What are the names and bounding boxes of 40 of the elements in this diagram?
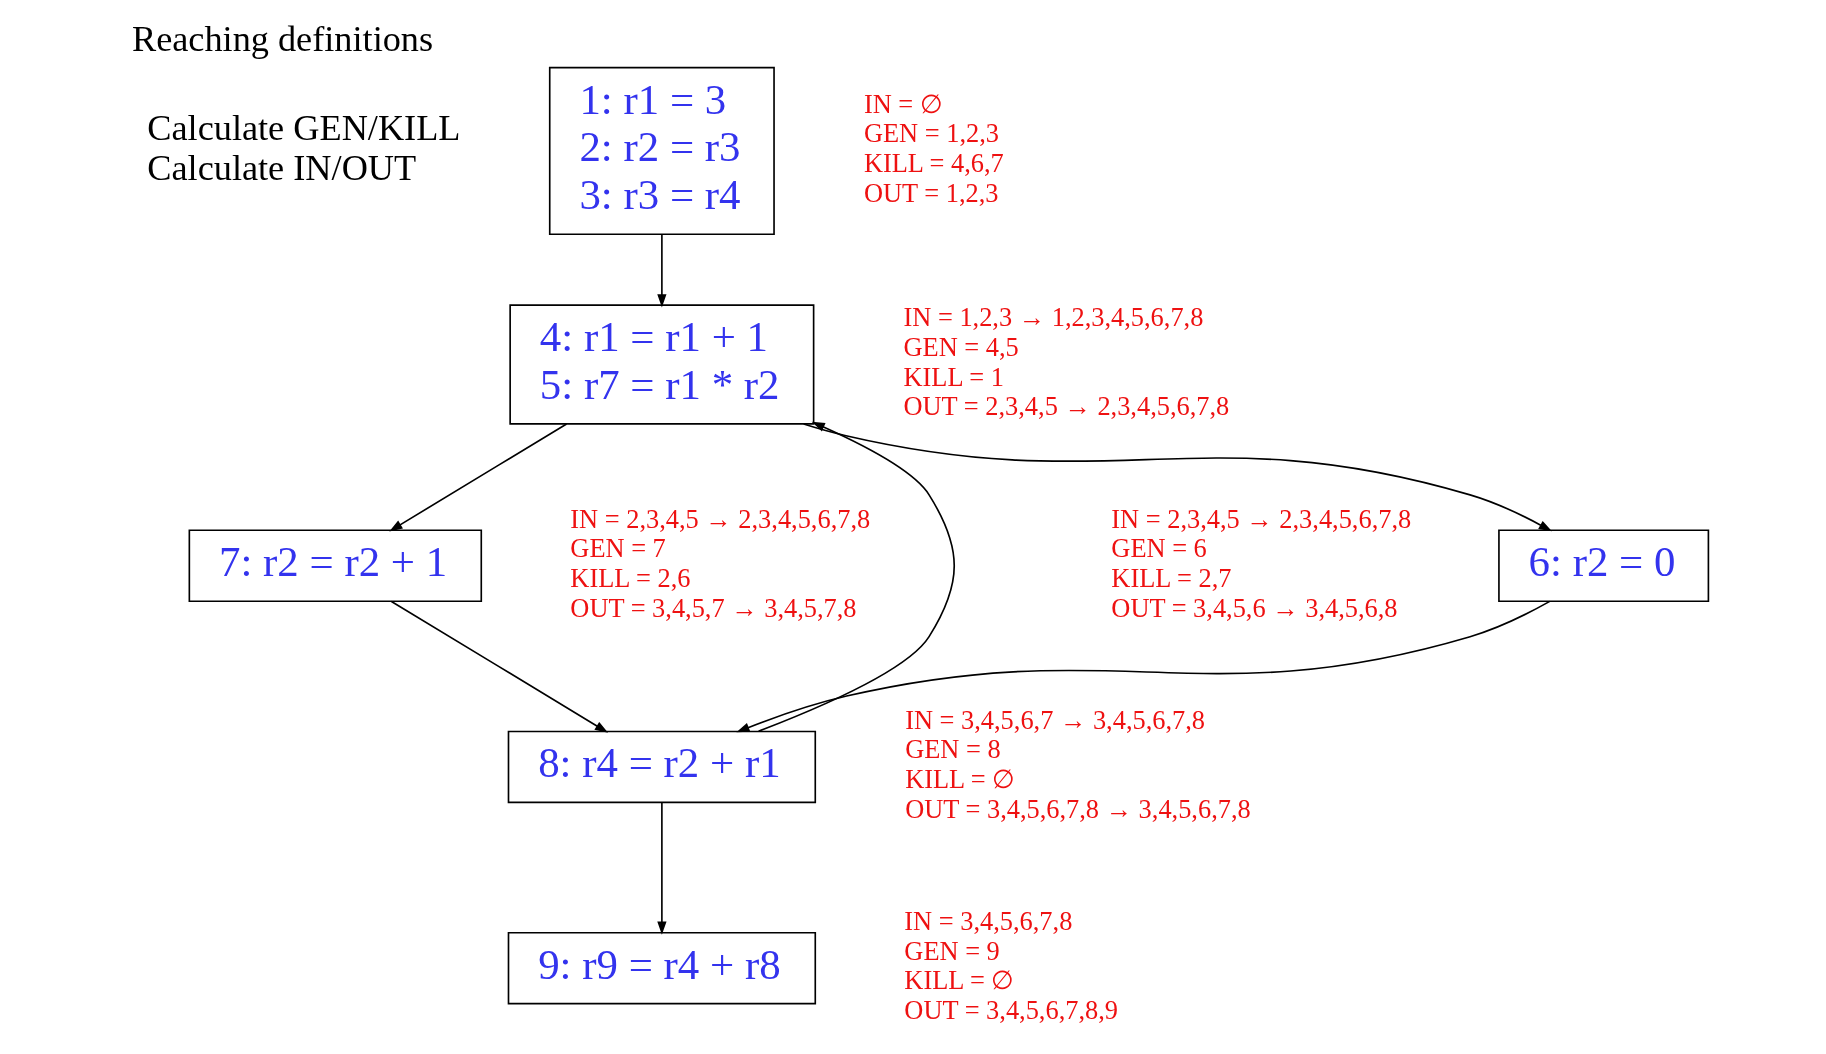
node-box: 4: r1 = r1 + 1 5: r7 = r1 * r2 — [509, 304, 815, 425]
node-label: KILL = ∅ — [904, 965, 1015, 996]
node-label: GEN = 4,5 — [903, 331, 1019, 362]
node-label: IN = 2,3,4,5 → 2,3,4,5,6,7,8 — [570, 503, 871, 534]
arrow — [389, 423, 568, 532]
node-label: IN = ∅ — [863, 88, 943, 119]
node-label: KILL = 2,6 — [570, 562, 691, 593]
node-box: 9: r9 = r4 + r8 — [507, 931, 817, 1005]
node-box: 7: r2 = r2 + 1 — [188, 529, 483, 603]
arrow — [657, 233, 667, 308]
node-label: IN = 1,2,3 → 1,2,3,4,5,6,7,8 — [903, 302, 1204, 333]
arrow — [757, 421, 956, 733]
node-box: 6: r2 = 0 — [1498, 529, 1710, 603]
node-box: 8: r4 = r2 + r1 — [507, 730, 817, 804]
node-box: 1: r1 = 3 2: r2 = r3 3: r3 = r4 — [548, 66, 775, 236]
node-label: GEN = 8 — [905, 734, 1001, 765]
node-label: GEN = 7 — [570, 533, 666, 564]
node-label: KILL = ∅ — [905, 764, 1016, 795]
label: Calculate GEN/KILL — [147, 108, 461, 149]
arrow — [736, 600, 1551, 733]
node-label: OUT = 1,2,3 — [863, 177, 999, 208]
diagram-title: Reaching definitions — [131, 18, 434, 59]
node-label: GEN = 9 — [904, 935, 1000, 966]
node-label: KILL = 2,7 — [1111, 562, 1232, 593]
node-label: GEN = 6 — [1111, 533, 1207, 564]
node-label: KILL = 4,6,7 — [863, 148, 1004, 179]
node-label: OUT = 3,4,5,6,7,8 → 3,4,5,6,7,8 — [905, 793, 1251, 824]
node-label: KILL = 1 — [903, 361, 1004, 392]
node-label: OUT = 3,4,5,6 → 3,4,5,6,8 — [1111, 592, 1398, 623]
node-label: GEN = 1,2,3 — [863, 118, 999, 149]
arrow — [657, 801, 667, 935]
node-label: OUT = 3,4,5,7 → 3,4,5,7,8 — [570, 592, 857, 623]
arrow — [802, 423, 1552, 532]
node-label: IN = 3,4,5,6,7,8 — [904, 905, 1073, 936]
node-label: IN = 3,4,5,6,7 → 3,4,5,6,7,8 — [905, 704, 1206, 735]
arrow — [390, 600, 609, 733]
node-label: IN = 2,3,4,5 → 2,3,4,5,6,7,8 — [1111, 503, 1412, 534]
node-label: OUT = 3,4,5,6,7,8,9 — [904, 995, 1119, 1025]
label: Calculate IN/OUT — [147, 147, 417, 188]
node-label: OUT = 2,3,4,5 → 2,3,4,5,6,7,8 — [903, 391, 1230, 422]
